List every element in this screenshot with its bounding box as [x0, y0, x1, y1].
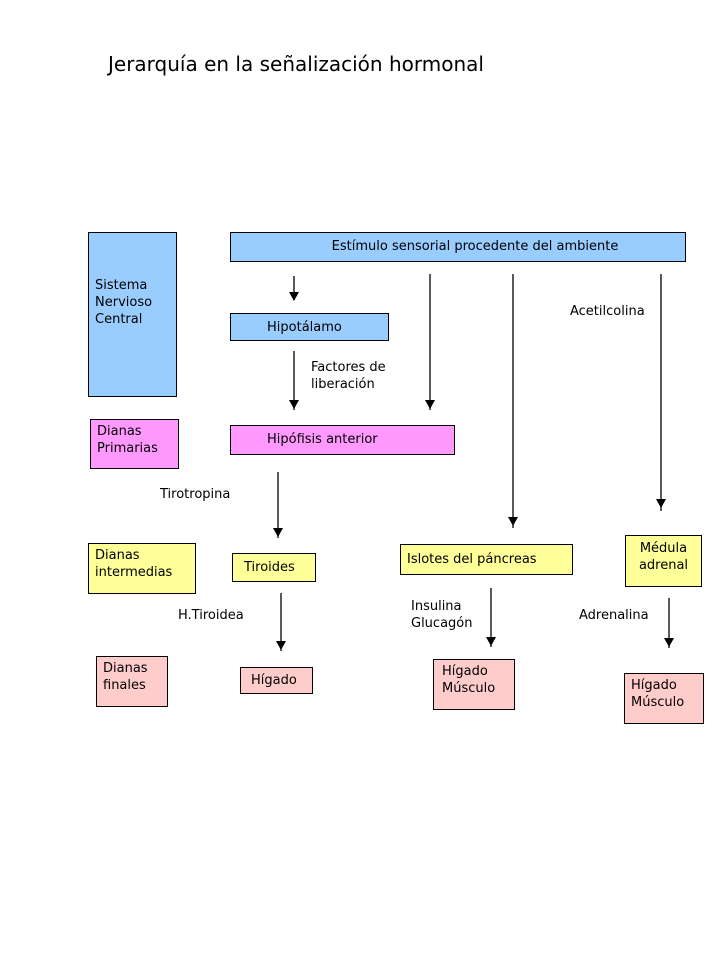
arrowhead-stimulus-to-islets — [508, 517, 518, 526]
arrowhead-thyroid-to-liver — [276, 641, 286, 650]
label-thyrotropin: Tirotropina — [160, 487, 231, 502]
node-pituitary: Hipófisis anterior — [230, 425, 455, 455]
node-thyroid: Tiroides — [232, 553, 316, 582]
node-liver-muscle-2: Hígado Músculo — [624, 673, 704, 724]
level-primary-targets: Dianas Primarias — [90, 419, 179, 469]
node-liver-muscle-1: Hígado Músculo — [433, 659, 515, 710]
node-stimulus: Estímulo sensorial procedente del ambien… — [230, 232, 686, 262]
level-final-targets: Dianas finales — [96, 656, 168, 707]
arrowhead-adrenal-to-liver-muscle — [664, 638, 674, 647]
arrowhead-stimulus-to-pituitary — [425, 400, 435, 409]
label-thyroid-hormone: H.Tiroidea — [178, 608, 244, 623]
label-acetylcholine: Acetilcolina — [570, 304, 645, 319]
level-snc: Sistema Nervioso Central — [88, 232, 177, 397]
level-intermediate-targets: Dianas intermedias — [88, 543, 196, 594]
label-release-factors: Factores de liberación — [311, 360, 386, 392]
arrowhead-stimulus-to-adrenal — [656, 499, 666, 508]
label-insulin-glucagon: Insulina Glucagón — [411, 599, 473, 631]
arrowhead-to-hypothalamus — [289, 292, 299, 301]
node-liver: Hígado — [240, 667, 313, 694]
diagram-title: Jerarquía en la señalización hormonal — [108, 52, 484, 76]
node-adrenal-medulla: Médula adrenal — [625, 535, 702, 587]
arrowhead-islets-to-liver-muscle — [486, 637, 496, 646]
label-adrenaline: Adrenalina — [579, 608, 649, 623]
arrowhead-pituitary-to-thyroid — [273, 528, 283, 537]
node-islets: Islotes del páncreas — [400, 544, 573, 575]
node-hypothalamus: Hipotálamo — [230, 313, 389, 341]
arrowhead-hypothalamus-to-pituitary — [289, 400, 299, 409]
